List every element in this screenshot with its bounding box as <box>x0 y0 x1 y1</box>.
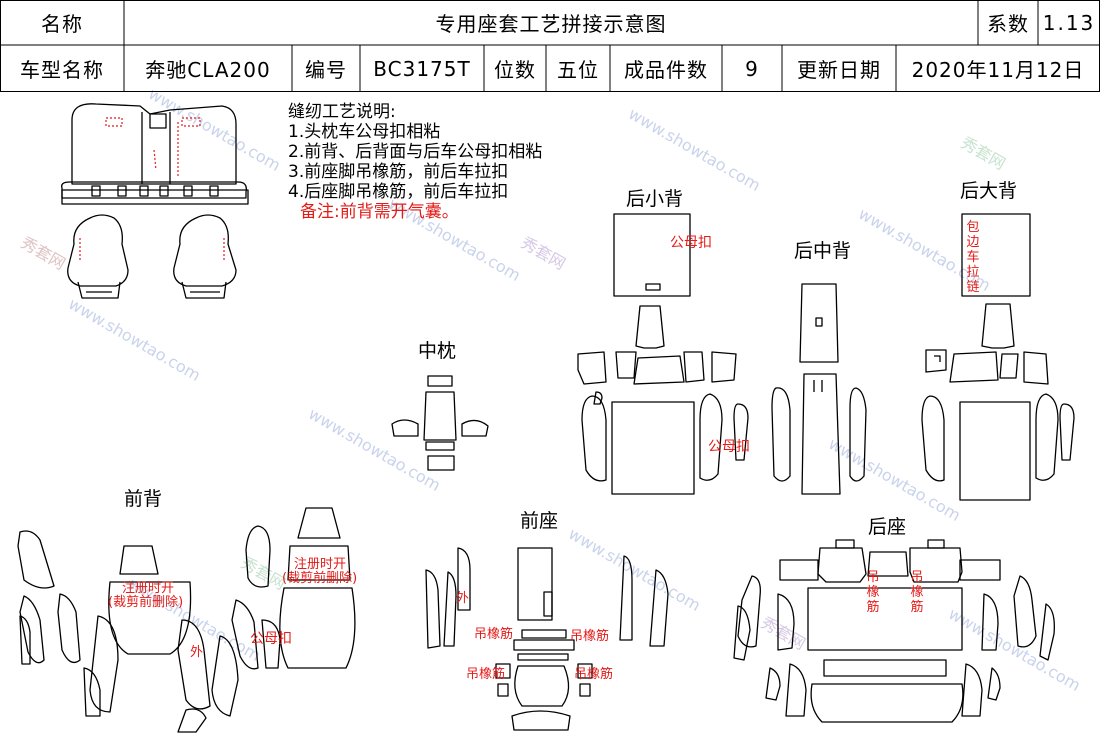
elastic-note-vertical: 吊橡筋 <box>866 570 880 615</box>
model-label: 车型名称 <box>20 58 104 82</box>
elastic-note: 吊橡筋 <box>570 629 610 644</box>
count-value: 9 <box>745 56 759 81</box>
section-rear-seat: 后座 <box>868 516 907 538</box>
note-item: 2.前背、后背面与后车公母扣相粘 <box>288 142 543 162</box>
notes-title: 缝纫工艺说明: <box>288 102 396 122</box>
front-seat-pieces <box>425 547 669 731</box>
name-label: 名称 <box>41 12 83 36</box>
coef-value: 1.13 <box>1042 10 1096 35</box>
section-front-back: 前背 <box>124 488 163 510</box>
count-label: 成品件数 <box>624 58 708 82</box>
section-middle-pillow: 中枕 <box>418 340 457 362</box>
note-item: 1.头枕车公母扣相粘 <box>288 122 441 142</box>
rear-big-back-pieces <box>921 213 1075 501</box>
middle-pillow-pieces <box>391 375 489 471</box>
front-seat-overview-left <box>67 214 129 299</box>
model-value: 奔驰CLA200 <box>145 58 271 82</box>
date-label: 更新日期 <box>797 58 881 82</box>
airbag-open-note: 注册时开 <box>122 581 175 596</box>
stitch-marks <box>79 117 225 262</box>
cut-delete-note: (裁剪前删除) <box>108 595 184 610</box>
snap-button-note: 公母扣 <box>670 235 712 251</box>
rear-mid-back-pieces <box>771 283 867 495</box>
elastic-note: 吊橡筋 <box>474 627 514 642</box>
code-value: BC3175T <box>373 56 471 81</box>
note-item: 4.后座脚吊橡筋，前后车拉扣 <box>288 182 509 202</box>
rear-small-back-pieces <box>577 305 749 495</box>
wrap-zip-note: 包边车拉链 <box>966 220 980 295</box>
snap-button-note: 公母扣 <box>708 439 750 455</box>
section-rear-small-back: 后小背 <box>626 188 684 210</box>
front-back-pieces <box>17 507 356 733</box>
seats-label: 位数 <box>494 58 536 82</box>
code-label: 编号 <box>305 58 347 82</box>
elastic-note: 吊橡筋 <box>466 667 506 682</box>
header-table: 名称 专用座套工艺拼接示意图 系数 1.13 车型名称 奔驰CLA200 编号 … <box>0 0 1100 92</box>
date-value: 2020年11月12日 <box>911 58 1085 82</box>
section-rear-big-back: 后大背 <box>960 180 1018 202</box>
sewing-notes: 缝纫工艺说明: 1.头枕车公母扣相粘 2.前背、后背面与后车公母扣相粘 3.前座… <box>288 102 542 222</box>
airbag-open-note: 注册时开 <box>294 557 347 572</box>
page-title: 专用座套工艺拼接示意图 <box>435 12 667 36</box>
outer-side-note: 外 <box>190 645 204 660</box>
elastic-note-vertical: 吊橡筋 <box>910 570 924 615</box>
cut-delete-note: (裁剪前删除) <box>282 571 358 586</box>
notes-remark: 备注:前背需开气囊。 <box>300 202 459 222</box>
rear-seat-pieces <box>733 539 1055 723</box>
rear-small-back-panel <box>613 213 691 297</box>
section-front-seat: 前座 <box>520 510 559 532</box>
rear-bench-overview <box>61 103 249 205</box>
elastic-note: 吊橡筋 <box>574 667 614 682</box>
outer-side-note: 外 <box>456 591 470 606</box>
note-item: 3.前座脚吊橡筋，前后车拉扣 <box>288 162 509 182</box>
section-rear-mid-back: 后中背 <box>794 240 852 262</box>
front-seat-overview-right <box>173 214 237 299</box>
coef-label: 系数 <box>987 12 1029 36</box>
seats-value: 五位 <box>557 58 599 82</box>
snap-button-note: 公母扣 <box>250 631 292 647</box>
